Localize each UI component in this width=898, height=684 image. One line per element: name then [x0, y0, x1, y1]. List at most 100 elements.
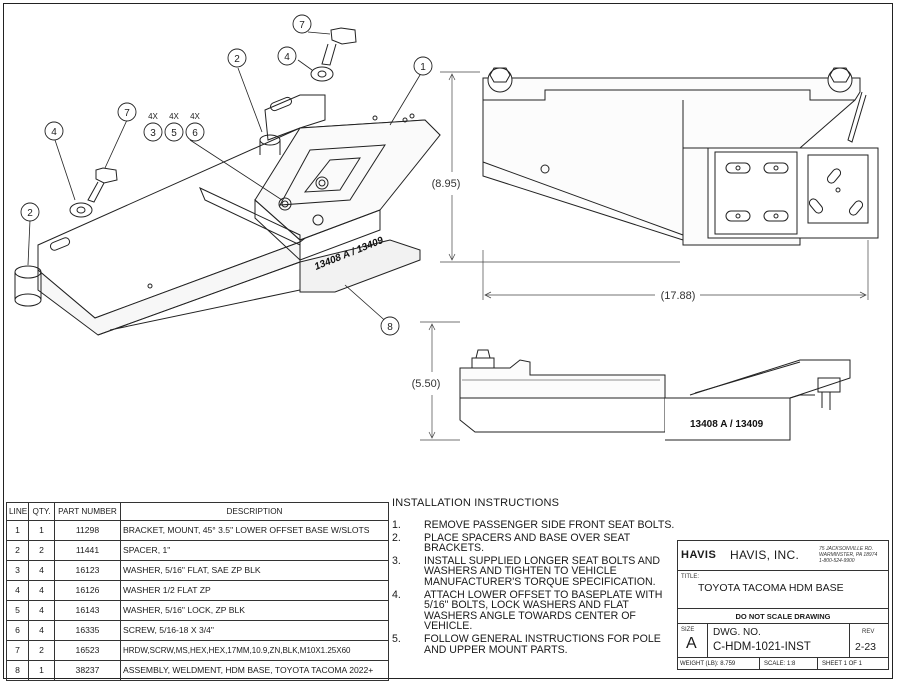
- instruction-step: 1. REMOVE PASSENGER SIDE FRONT SEAT BOLTS…: [392, 520, 680, 531]
- balloon-text: 6: [192, 128, 198, 139]
- instruction-step: 2. PLACE SPACERS AND BASE OVER SEAT BRACK…: [392, 531, 680, 555]
- step-text: INSTALL SUPPLIED LONGER SEAT BOLTS AND W…: [424, 554, 661, 588]
- bom-part: 38237: [54, 660, 121, 681]
- balloon-2-left: [20, 202, 40, 222]
- weight: WEIGHT (LB): 8.759: [680, 661, 736, 667]
- bolt-top: [310, 27, 357, 82]
- instructions-list: 1. REMOVE PASSENGER SIDE FRONT SEAT BOLTS…: [392, 520, 680, 657]
- bom-header-line: LINE: [6, 502, 29, 521]
- bom-desc: SCREW, 5/16-18 X 3/4": [120, 620, 389, 641]
- balloon-text: 2: [27, 208, 33, 219]
- instruction-step: 3.INSTALL SUPPLIED LONGER SEAT BOLTS AND…: [392, 554, 680, 588]
- bom-desc: BRACKET, MOUNT, 45° 3.5" LOWER OFFSET BA…: [120, 520, 389, 541]
- bom-desc: WASHER 1/2 FLAT ZP: [120, 580, 389, 601]
- bom-header-qty: QTY.: [28, 502, 55, 521]
- step-text: FOLLOW GENERAL INSTRUCTIONS FOR POLE AND…: [424, 632, 661, 656]
- step-text: ATTACH LOWER OFFSET TO BASEPLATE WITH 5/…: [424, 588, 663, 633]
- qty-label: 4X: [169, 112, 179, 121]
- spacer-top: [259, 134, 281, 155]
- spacer-left: [14, 265, 42, 307]
- sheet-size: A: [686, 635, 697, 652]
- bom-line: 7: [6, 640, 29, 661]
- bom-desc: WASHER, 5/16" FLAT, SAE ZP BLK: [120, 560, 389, 581]
- qty-label: 4X: [148, 112, 158, 121]
- bom-qty: 2: [28, 640, 55, 661]
- step-number: 1.: [392, 519, 401, 531]
- drawing-title: TOYOTA TACOMA HDM BASE: [698, 582, 844, 594]
- balloon-2-top: [227, 48, 247, 68]
- bom-header-desc: DESCRIPTION: [120, 502, 389, 521]
- balloon-3: [143, 122, 163, 142]
- bom-desc: HRDW,SCRW,MS,HEX,HEX,17MM,10.9,ZN,BLK,M1…: [120, 640, 389, 661]
- step-number: 2.: [392, 531, 401, 544]
- address-line: 75 JACKSONVILLE RD.: [819, 546, 874, 552]
- bom-line: 6: [6, 620, 29, 641]
- bom-line: 2: [6, 540, 29, 561]
- havis-logo: HAVIS: [681, 549, 717, 561]
- balloon-text: 3: [150, 128, 156, 139]
- drawing-border: [3, 3, 893, 679]
- bom-part: 16143: [54, 600, 121, 621]
- address-line: WARMINSTER, PA 18974: [819, 552, 878, 558]
- bom-part: 16335: [54, 620, 121, 641]
- bom-line: 4: [6, 580, 29, 601]
- step-number: 5.: [392, 632, 401, 645]
- bom-part: 11441: [54, 540, 121, 561]
- balloon-8: [380, 316, 400, 336]
- step-number: 4.: [392, 588, 401, 601]
- bom-qty: 4: [28, 580, 55, 601]
- step-text: REMOVE PASSENGER SIDE FRONT SEAT BOLTS.: [424, 519, 675, 531]
- scale: SCALE: 1:8: [764, 661, 796, 667]
- balloon-text: 2: [234, 54, 240, 65]
- bom-desc: WASHER, 5/16" LOCK, ZP BLK: [120, 600, 389, 621]
- bom-part: 16126: [54, 580, 121, 601]
- bom-line: 1: [6, 520, 29, 541]
- address-line: 1-800-524-9900: [819, 558, 855, 564]
- bolt-left: [69, 167, 118, 218]
- dwg-label: DWG. NO.: [713, 627, 761, 638]
- bom-qty: 4: [28, 560, 55, 581]
- part-stamp-side: 13408 A / 13409: [690, 419, 764, 430]
- balloon-text: 7: [299, 20, 305, 31]
- dimension-side: (5.50): [412, 378, 441, 390]
- top-view: [482, 67, 879, 246]
- title-label: TITLE:: [681, 574, 700, 580]
- balloon-6: [185, 122, 205, 142]
- instructions-title: INSTALLATION INSTRUCTIONS: [392, 497, 560, 509]
- balloon-4-top: [277, 46, 297, 66]
- step-text: PLACE SPACERS AND BASE OVER SEAT BRACKET…: [424, 531, 631, 555]
- dimension-length: (17.88): [661, 290, 696, 302]
- balloon-7-top: [292, 14, 312, 34]
- dimension-height: (8.95): [432, 178, 461, 190]
- bom-part: 16123: [54, 560, 121, 581]
- company-name: HAVIS, INC.: [730, 548, 800, 562]
- bom-qty: 1: [28, 520, 55, 541]
- bom-header-row: LINE QTY. PART NUMBER DESCRIPTION: [6, 502, 389, 521]
- scale-note: DO NOT SCALE DRAWING: [735, 612, 831, 621]
- bom-line: 5: [6, 600, 29, 621]
- sheet-number: SHEET 1 OF 1: [822, 661, 862, 667]
- qty-label: 4X: [190, 112, 200, 121]
- title-block: HAVIS HAVIS, INC. 75 JACKSONVILLE RD. WA…: [677, 540, 889, 670]
- balloon-text: 1: [420, 62, 426, 73]
- side-view: [459, 349, 851, 441]
- bom-line: 3: [6, 560, 29, 581]
- isometric-view: [37, 94, 441, 336]
- balloon-text: 5: [171, 128, 177, 139]
- instruction-step: 4. ATTACH LOWER OFFSET TO BASEPLATE WITH …: [392, 588, 680, 633]
- bom-qty: 2: [28, 540, 55, 561]
- bom-desc: ASSEMBLY, WELDMENT, HDM BASE, TOYOTA TAC…: [120, 660, 389, 681]
- bom-qty: 1: [28, 660, 55, 681]
- revision: 2-23: [855, 641, 877, 653]
- instruction-step: 5. FOLLOW GENERAL INSTRUCTIONS FOR POLE A…: [392, 634, 680, 655]
- balloon-4-left: [44, 121, 64, 141]
